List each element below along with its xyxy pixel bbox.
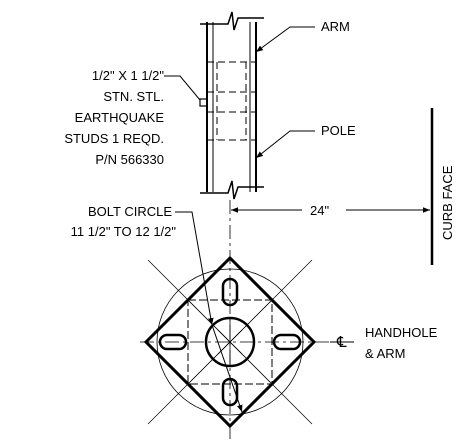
earthquake-stud: [199, 98, 208, 107]
stud-leader: [164, 75, 201, 101]
bolt-circle-line-2: 11 1/2" TO 12 1/2": [71, 224, 177, 239]
pole-shaft-square: [187, 299, 273, 385]
bolt-slot-top: [221, 277, 239, 307]
bolt-slot-left: [158, 333, 188, 351]
pole-label: POLE: [321, 123, 356, 138]
stud-note: 1/2" X 1 1/2" STN. STL. EARTHQUAKE STUDS…: [64, 68, 164, 167]
pole-elevation: [164, 11, 315, 200]
stud-note-line-1: 1/2" X 1 1/2": [92, 68, 164, 83]
arm-label: ARM: [321, 19, 350, 34]
dimension-24: [229, 200, 430, 440]
stud-note-line-3: EARTHQUAKE: [75, 110, 165, 125]
base-plate-outline: [143, 255, 317, 429]
curb-face-label: CURB FACE: [440, 165, 455, 240]
stud-note-line-2: STN. STL.: [103, 89, 164, 104]
dimension-label: 24": [310, 203, 329, 218]
bolt-circle-note: BOLT CIRCLE 11 1/2" TO 12 1/2": [71, 204, 177, 239]
bolt-slot-bottom: [221, 377, 239, 407]
bolt-circle: [156, 268, 304, 416]
stud-note-line-5: P/N 566330: [95, 152, 164, 167]
centerline-symbol: ℄: [336, 334, 347, 351]
bolt-circle-line-1: BOLT CIRCLE: [88, 204, 172, 219]
handhole-line-1: HANDHOLE: [365, 325, 438, 340]
stud-note-line-4: STUDS 1 REQD.: [64, 131, 164, 146]
arm-sleeve-hidden: [207, 61, 256, 141]
bolt-circle-leader: [175, 211, 214, 326]
handhole-line-2: & ARM: [365, 346, 405, 361]
base-plate-plan: [140, 211, 354, 429]
bottom-break-line: [200, 180, 264, 200]
top-break-line: [200, 11, 264, 31]
bolt-slot-right: [272, 333, 302, 351]
pole-leader: [255, 130, 315, 159]
arm-leader: [255, 26, 315, 53]
